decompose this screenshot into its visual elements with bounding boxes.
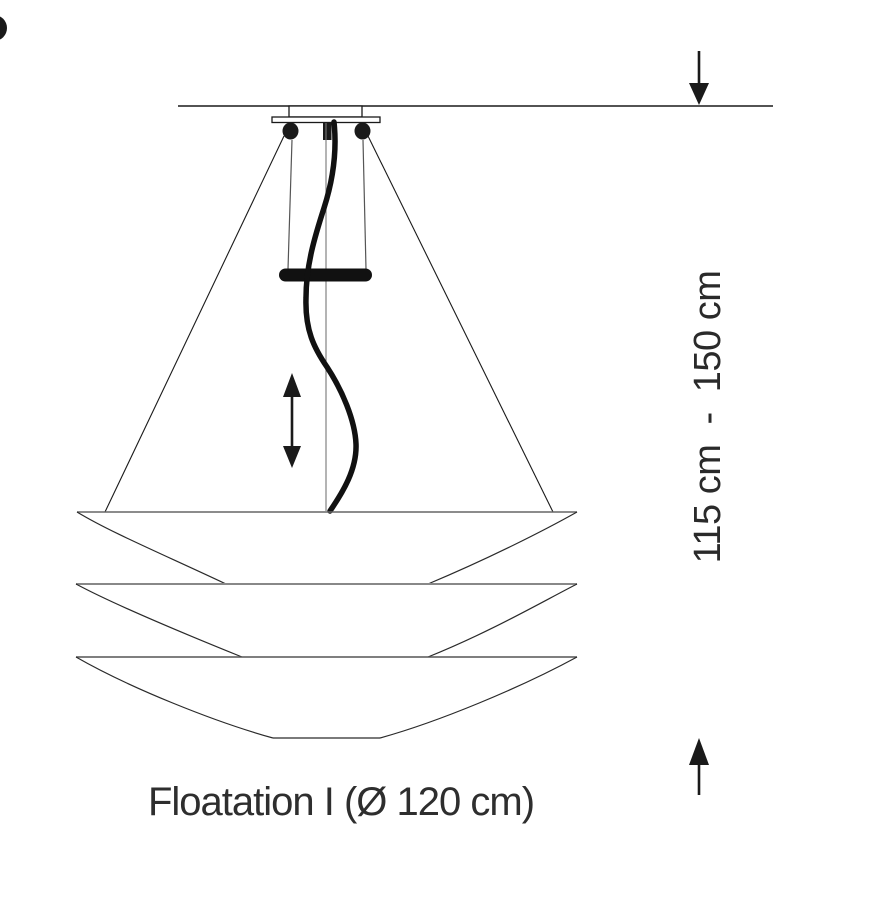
cable-grip <box>323 122 332 140</box>
height-dimension-label: 115 cm - 150 cm <box>687 270 729 564</box>
arrow-up-down-icon <box>283 373 301 468</box>
partial-circle <box>0 16 7 40</box>
product-caption: Floatation I (Ø 120 cm) <box>147 780 535 824</box>
cone-line-left <box>104 135 285 513</box>
pulley-left <box>282 122 299 140</box>
ceiling-canopy <box>271 105 381 140</box>
shade-tier-bottom <box>75 656 578 739</box>
canopy-box <box>288 105 363 118</box>
power-cable <box>303 119 359 514</box>
hang-ring <box>279 268 372 282</box>
pulley-right <box>354 122 371 140</box>
cone-line-right <box>367 135 554 513</box>
shade-tier-middle <box>75 583 578 658</box>
arrow-up-icon <box>689 738 709 795</box>
canopy-plate <box>271 116 381 124</box>
shade-tier-top <box>76 511 578 585</box>
suspension-wire-right <box>362 139 367 270</box>
arrow-down-icon <box>689 51 709 105</box>
suspension-wire-left <box>287 139 293 270</box>
